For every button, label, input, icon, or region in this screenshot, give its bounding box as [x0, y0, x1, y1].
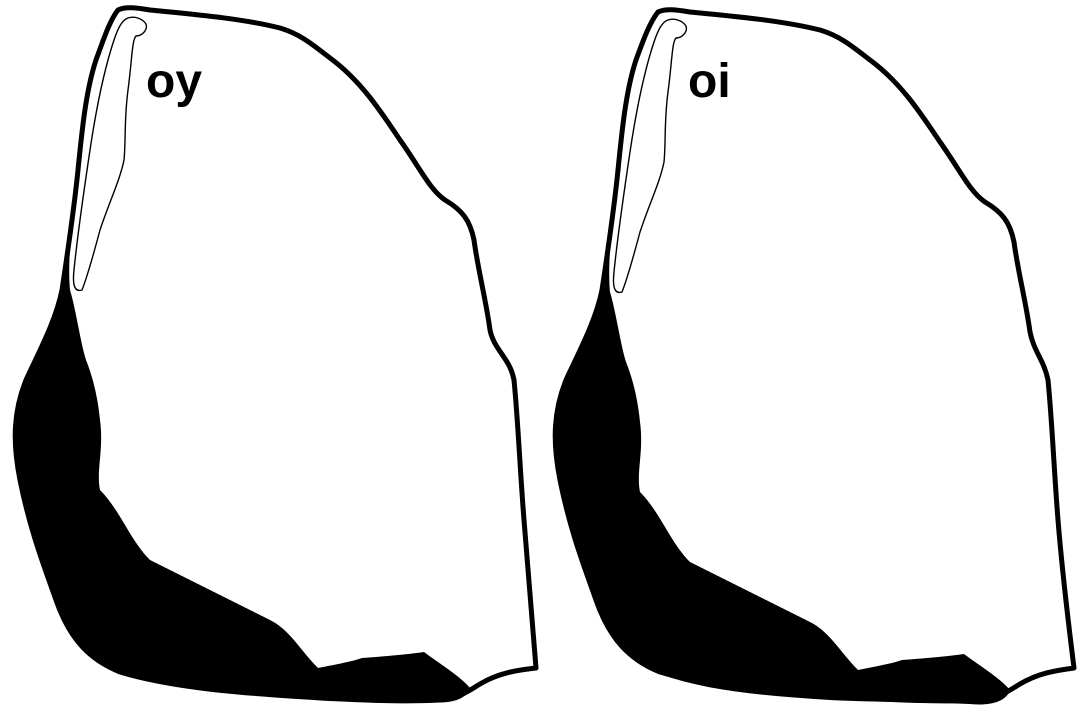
- word-label: oi: [688, 55, 731, 108]
- inner-band: [612, 18, 688, 294]
- panel-right: oi: [540, 0, 1079, 717]
- dark-region: [555, 202, 1010, 705]
- glyph-shape-right: [552, 7, 1077, 705]
- dark-region: [15, 200, 470, 703]
- panel-left: oy: [12, 5, 539, 704]
- inner-band: [72, 16, 148, 292]
- glyph-shape-left: [12, 5, 539, 704]
- word-label: oy: [146, 55, 203, 108]
- outline-shape: [552, 7, 1077, 704]
